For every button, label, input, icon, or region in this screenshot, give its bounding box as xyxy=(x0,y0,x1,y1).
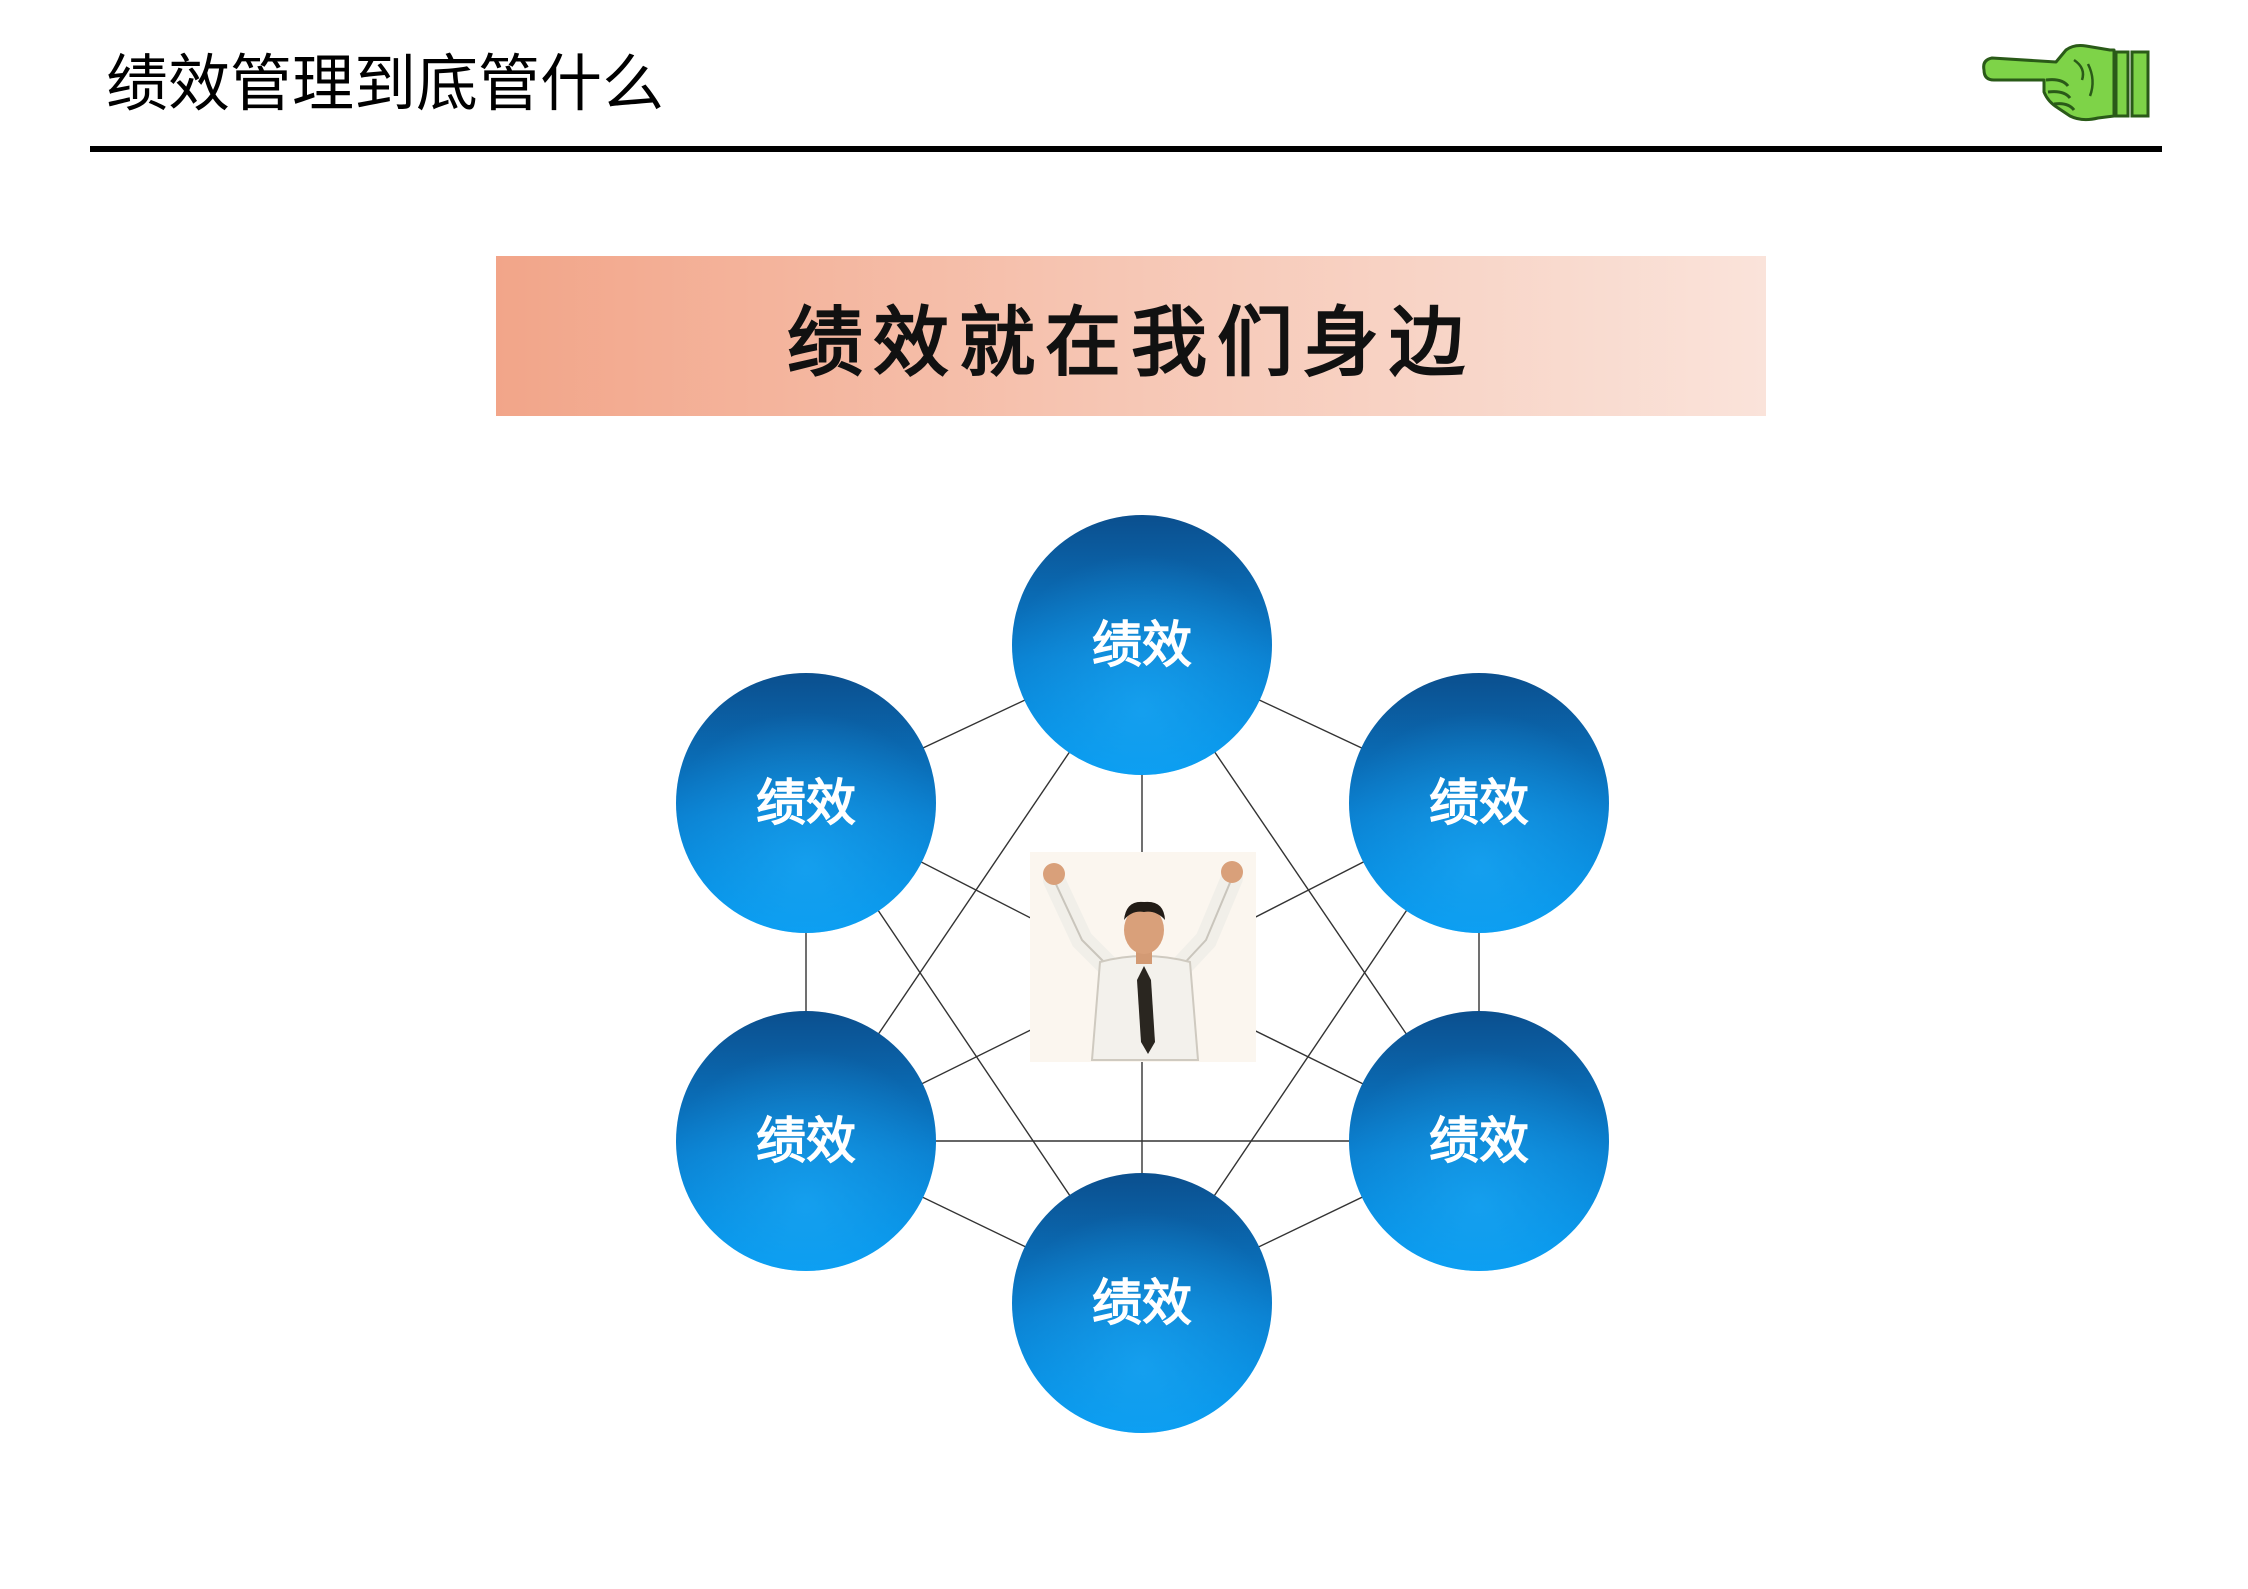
header-divider xyxy=(90,146,2162,152)
node-label: 绩效 xyxy=(756,774,856,832)
node-label: 绩效 xyxy=(756,1112,856,1170)
page-title: 绩效管理到底管什么 xyxy=(106,47,665,120)
pointing-hand-icon xyxy=(1982,44,2150,122)
performance-node: 绩效 xyxy=(1012,1173,1272,1433)
node-shine xyxy=(1012,1173,1272,1433)
person-photo xyxy=(1030,852,1256,1062)
node-label: 绩效 xyxy=(1092,616,1192,674)
performance-node: 绩效 xyxy=(676,1011,936,1271)
banner: 绩效就在我们身边 xyxy=(496,256,1766,416)
node-shine xyxy=(676,673,936,933)
performance-node: 绩效 xyxy=(1012,515,1272,775)
node-shine xyxy=(1349,673,1609,933)
performance-node: 绩效 xyxy=(1349,673,1609,933)
node-label: 绩效 xyxy=(1429,774,1529,832)
performance-node: 绩效 xyxy=(676,673,936,933)
node-shine xyxy=(676,1011,936,1271)
node-shine xyxy=(1349,1011,1609,1271)
node-shine xyxy=(1012,515,1272,775)
node-label: 绩效 xyxy=(1429,1112,1529,1170)
banner-title: 绩效就在我们身边 xyxy=(787,298,1475,387)
node-label: 绩效 xyxy=(1092,1274,1192,1332)
performance-node: 绩效 xyxy=(1349,1011,1609,1271)
